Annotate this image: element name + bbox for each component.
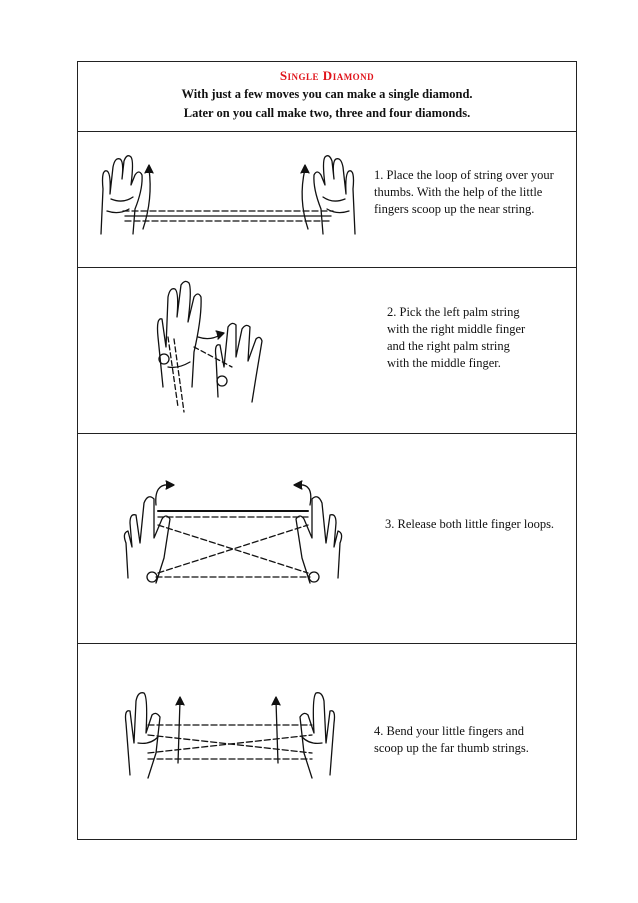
step-4-caption: 4. Bend your little fingers and scoop up… — [374, 723, 529, 757]
two-hands-loop-illustration — [100, 155, 356, 235]
step-2-line-1: 2. Pick the left palm string — [387, 305, 520, 319]
hands-crossed-strings-illustration — [123, 480, 343, 584]
step-2-line-3: and the right palm string — [387, 339, 510, 353]
step-2-line-4: with the middle finger. — [387, 356, 501, 370]
step-2: 2. Pick the left palm string with the ri… — [78, 267, 576, 434]
page-title: Single Diamond — [279, 68, 375, 83]
step-4-illustration — [118, 683, 343, 783]
step-1-illustration — [93, 149, 363, 244]
step-1-line-3: fingers scoop up the near string. — [374, 202, 535, 216]
subtitle-line-1: With just a few moves you can make a sin… — [181, 87, 473, 101]
subtitle-line-2: Later on you call make two, three and fo… — [183, 106, 471, 120]
step-3-illustration — [118, 463, 348, 593]
step-1-line-2: thumbs. With the help of the little — [374, 185, 543, 199]
hands-picking-illustration — [156, 280, 263, 413]
step-2-illustration — [148, 277, 298, 417]
step-4: 4. Bend your little fingers and scoop up… — [78, 643, 576, 839]
header: Single Diamond With just a few moves you… — [78, 62, 576, 132]
step-4-line-1: 4. Bend your little fingers and — [374, 724, 524, 738]
hands-bent-fingers-illustration — [124, 692, 336, 779]
step-1-caption: 1. Place the loop of string over your th… — [374, 167, 554, 218]
step-3: 3. Release both little finger loops. — [78, 433, 576, 644]
step-1: 1. Place the loop of string over your th… — [78, 131, 576, 268]
step-2-caption: 2. Pick the left palm string with the ri… — [387, 304, 525, 372]
step-3-caption: 3. Release both little finger loops. — [385, 516, 554, 533]
step-3-line-1: 3. Release both little finger loops. — [385, 517, 555, 531]
step-1-line-1: 1. Place the loop of string over your — [374, 168, 554, 182]
step-4-line-2: scoop up the far thumb strings. — [374, 741, 529, 755]
instruction-sheet: Single Diamond With just a few moves you… — [77, 61, 577, 840]
step-2-line-2: with the right middle finger — [387, 322, 526, 336]
